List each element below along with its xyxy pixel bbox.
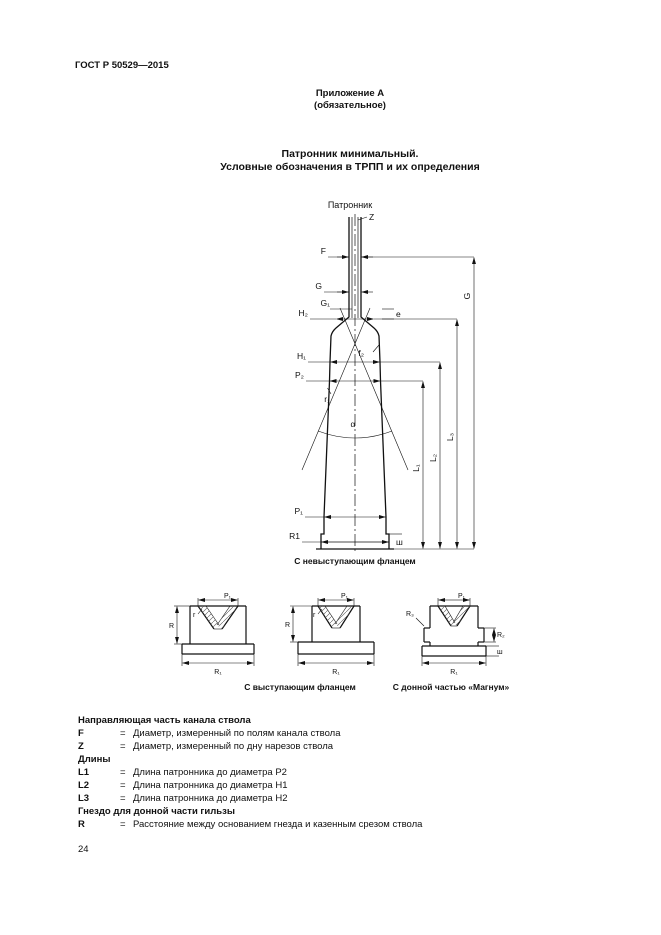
dim-label-r3: R₃: [406, 611, 414, 618]
legend-item-r: R = Расстояние между основанием гнезда и…: [78, 818, 608, 831]
dim-label-r2: R₂: [497, 632, 505, 639]
legend-item-f: F = Диаметр, измеренный по полям канала …: [78, 727, 608, 740]
base-diagram-2-lines: [290, 598, 375, 666]
legend-heading-bore: Направляющая часть канала ствола: [78, 715, 251, 726]
legend-symbol: L2: [78, 780, 90, 791]
dim-label-r1: R₁: [214, 669, 222, 676]
base-diagram-3-lines: [415, 598, 499, 666]
equals-sign: =: [120, 780, 126, 791]
dim-label-p1: P₁: [458, 593, 466, 600]
dim-label-g1: G₁: [321, 298, 331, 308]
legend-definition: Расстояние между основанием гнезда и каз…: [133, 819, 423, 830]
dim-label-r1-base: R1: [289, 531, 300, 541]
legend-symbol: R: [78, 819, 85, 830]
legend-symbol: F: [78, 728, 84, 739]
dim-label-p1: P₁: [294, 506, 303, 516]
equals-sign: =: [120, 793, 126, 804]
dim-label-r1-radius: r₁: [324, 394, 330, 404]
page-title: Патронник минимальный. Условные обозначе…: [40, 148, 660, 174]
document-number: ГОСТ Р 50529—2015: [75, 60, 169, 71]
title-line1: Патронник минимальный.: [281, 148, 419, 160]
dim-label-p2: P₂: [295, 370, 304, 380]
equals-sign: =: [120, 741, 126, 752]
title-line2: Условные обозначения в ТРПП и их определ…: [220, 161, 480, 173]
legend-symbol: L1: [78, 767, 90, 778]
dim-label-l2: L₂: [428, 454, 438, 462]
caption-protruding-flange: С выступающим фланцем: [244, 682, 356, 692]
page-number: 24: [78, 844, 89, 855]
equals-sign: =: [120, 728, 126, 739]
equals-sign: =: [120, 767, 126, 778]
legend-definition: Диаметр, измеренный по дну нарезов ствол…: [133, 741, 334, 752]
appendix-heading: Приложение А (обязательное): [40, 88, 660, 112]
dim-label-r-radius: r: [313, 612, 316, 619]
legend-item-l2: L2 = Длина патронника до диаметра H1: [78, 779, 608, 792]
appendix-line1: Приложение А: [315, 88, 385, 99]
legend-symbol: Z: [78, 741, 84, 752]
base-diagram-2: r P₁ R R₁: [285, 593, 375, 676]
dim-label-r1: R₁: [450, 669, 458, 676]
dim-label-p1: P₁: [224, 593, 232, 600]
equals-sign: =: [120, 819, 126, 830]
legend-item-z: Z = Диаметр, измеренный по дну нарезов с…: [78, 740, 608, 753]
cone-angle: [301, 307, 409, 471]
dim-label-l3: L₃: [445, 433, 455, 441]
reference-lines: [302, 216, 474, 550]
legend-symbol: L3: [78, 793, 90, 804]
base-variant-diagrams: r P₁ R R₁: [168, 592, 505, 678]
dim-label-z: Z: [369, 212, 374, 222]
legend-heading-lengths: Длины: [78, 754, 111, 765]
dim-label-sh: ш: [396, 537, 403, 547]
caption-magnum-base: С донной частью «Магнум»: [392, 682, 510, 692]
dim-label-g: G: [315, 281, 322, 291]
appendix-line2: (обязательное): [314, 100, 386, 111]
dim-label-h1: H₁: [297, 351, 306, 361]
dimension-arrows: [321, 255, 476, 549]
dimension-labels: Z F G G₁ H₂ e H₁ f₂ P₂ r₁ α P₁ R1 ш L₁ L…: [289, 212, 472, 547]
dim-label-h2: H₂: [299, 308, 308, 318]
dim-label-r-radius: r: [193, 612, 196, 619]
base-diagram-1-lines: [174, 598, 255, 666]
dim-label-l1: L₁: [411, 464, 421, 472]
dim-label-alpha: α: [351, 419, 356, 429]
dim-label-r-depth: R: [285, 622, 290, 629]
drawing-label: Патронник: [327, 200, 373, 210]
legend-definition: Длина патронника до диаметра P2: [133, 767, 287, 778]
base-diagram-1: r P₁ R R₁: [169, 593, 255, 676]
dim-label-r-depth: R: [169, 623, 174, 630]
base-diagram-3: R₃ P₁ R₂ ш R₁: [406, 593, 505, 676]
legend-definition: Длина патронника до диаметра H2: [133, 793, 288, 804]
dim-label-p1: P₁: [341, 593, 349, 600]
chamber-main-drawing: Z F G G₁ H₂ e H₁ f₂ P₂ r₁ α P₁ R1 ш L₁ L…: [289, 212, 476, 554]
dim-label-r1: R₁: [332, 669, 340, 676]
caption-non-protruding-flange: С невыступающим фланцем: [294, 556, 416, 566]
legend: Направляющая часть канала ствола F = Диа…: [78, 714, 608, 831]
legend-heading-seat: Гнездо для донной части гильзы: [78, 806, 235, 817]
legend-item-l1: L1 = Длина патронника до диаметра P2: [78, 766, 608, 779]
dim-label-g-length: G: [462, 293, 472, 300]
legend-definition: Диаметр, измеренный по полям канала ство…: [133, 728, 341, 739]
legend-definition: Длина патронника до диаметра H1: [133, 780, 288, 791]
dim-label-f2: f₂: [358, 348, 364, 358]
dim-label-sh: ш: [497, 649, 503, 656]
dim-label-e: e: [396, 309, 401, 319]
legend-item-l3: L3 = Длина патронника до диаметра H2: [78, 792, 608, 805]
dim-label-f: F: [321, 246, 326, 256]
